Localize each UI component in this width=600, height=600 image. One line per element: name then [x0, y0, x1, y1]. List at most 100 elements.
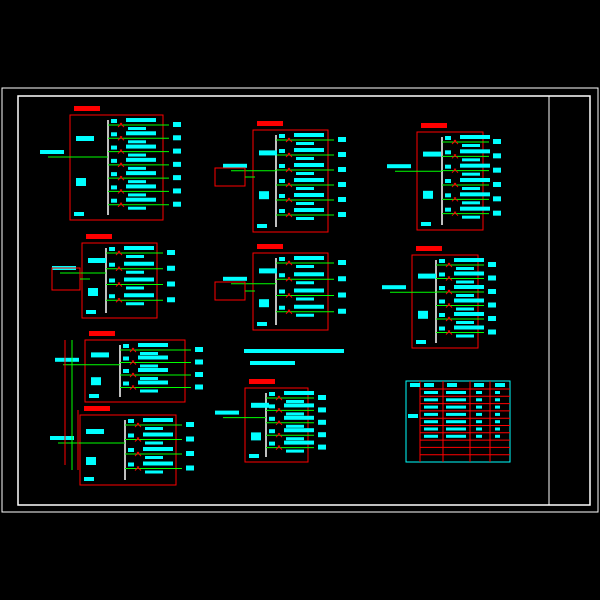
text-glyph-block	[89, 331, 115, 336]
text-glyph-block	[111, 145, 117, 150]
text-glyph-block	[410, 383, 420, 387]
text-glyph-block	[338, 292, 346, 298]
text-glyph-block	[86, 429, 104, 434]
breaker-symbol	[285, 212, 293, 218]
text-glyph-block	[286, 437, 304, 441]
text-glyph-block	[445, 207, 451, 212]
text-glyph-block	[284, 391, 314, 395]
text-glyph-block	[284, 440, 314, 445]
text-glyph-block	[128, 193, 146, 197]
text-glyph-block	[476, 405, 482, 409]
text-glyph-block	[286, 424, 304, 428]
text-glyph-block	[269, 404, 275, 409]
breaker-symbol	[117, 122, 125, 128]
text-glyph-block	[439, 326, 445, 331]
text-glyph-block	[195, 372, 203, 377]
text-glyph-block	[126, 118, 156, 122]
breaker-symbol	[285, 309, 293, 315]
text-glyph-block	[86, 310, 96, 314]
text-glyph-block	[128, 419, 134, 423]
text-glyph-block	[126, 286, 144, 290]
text-glyph-block	[476, 420, 482, 424]
text-glyph-block	[424, 398, 438, 402]
text-glyph-block	[439, 259, 445, 263]
text-glyph-block	[173, 122, 181, 127]
text-glyph-block	[446, 398, 466, 402]
text-glyph-block	[460, 192, 490, 197]
text-glyph-block	[488, 329, 496, 335]
text-glyph-block	[145, 427, 163, 430]
text-glyph-block	[126, 144, 156, 149]
text-glyph-block	[338, 260, 346, 265]
text-glyph-block	[76, 178, 86, 186]
text-glyph-block	[318, 407, 326, 413]
text-glyph-block	[279, 149, 285, 153]
breaker-symbol	[129, 347, 137, 353]
breaker-symbol	[451, 196, 459, 202]
text-glyph-block	[416, 340, 426, 344]
text-glyph-block	[124, 246, 154, 250]
text-glyph-block	[446, 427, 466, 431]
text-glyph-block	[387, 164, 411, 169]
text-glyph-block	[296, 202, 314, 205]
breaker-symbol	[451, 139, 459, 145]
text-glyph-block	[495, 420, 500, 424]
text-glyph-block	[476, 434, 482, 438]
text-glyph-block	[318, 419, 326, 425]
text-glyph-block	[418, 310, 428, 319]
text-glyph-block	[462, 144, 480, 147]
text-glyph-block	[474, 383, 484, 387]
text-glyph-block	[446, 405, 466, 409]
text-glyph-block	[456, 307, 474, 311]
breaker-symbol	[117, 162, 125, 168]
breaker-symbol	[134, 451, 142, 457]
text-glyph-block	[279, 179, 285, 183]
text-glyph-block	[446, 412, 466, 416]
text-glyph-block	[418, 273, 436, 279]
inner-frame	[17, 95, 591, 506]
equipment-schedule-table	[405, 380, 511, 463]
text-glyph-block	[421, 123, 447, 128]
text-glyph-block	[296, 172, 314, 175]
text-glyph-block	[173, 135, 181, 141]
text-glyph-block	[257, 224, 267, 228]
text-glyph-block	[138, 355, 168, 360]
breaker-symbol	[275, 445, 283, 450]
text-glyph-block	[446, 434, 466, 438]
text-glyph-block	[128, 153, 146, 157]
distribution-panel	[40, 106, 181, 221]
text-glyph-block	[408, 414, 418, 418]
text-glyph-block	[462, 172, 480, 176]
text-glyph-block	[251, 432, 261, 441]
text-glyph-block	[143, 418, 173, 422]
text-glyph-block	[493, 196, 501, 202]
text-glyph-block	[454, 285, 484, 289]
text-glyph-block	[257, 244, 283, 249]
text-glyph-block	[460, 178, 490, 182]
text-glyph-block	[138, 343, 168, 347]
breaker-symbol	[275, 420, 283, 426]
text-glyph-block	[476, 427, 482, 431]
text-glyph-block	[195, 359, 203, 365]
text-glyph-block	[143, 447, 173, 451]
text-glyph-block	[140, 364, 158, 368]
text-glyph-block	[460, 135, 490, 139]
breaker-symbol	[445, 316, 453, 322]
text-glyph-block	[296, 297, 314, 301]
text-glyph-block	[462, 187, 480, 190]
text-glyph-block	[88, 288, 98, 296]
breaker-symbol	[117, 149, 125, 154]
text-glyph-block	[454, 271, 484, 276]
text-glyph-block	[186, 465, 194, 471]
text-glyph-block	[86, 234, 112, 239]
breaker-symbol	[115, 297, 123, 303]
text-glyph-block	[476, 391, 482, 394]
text-glyph-block	[138, 368, 168, 372]
text-glyph-block	[269, 392, 275, 396]
meter-box	[51, 267, 81, 291]
text-glyph-block	[167, 281, 175, 287]
text-glyph-block	[143, 461, 173, 466]
text-glyph-block	[488, 262, 496, 267]
text-glyph-block	[279, 164, 285, 168]
text-glyph-block	[128, 180, 146, 184]
